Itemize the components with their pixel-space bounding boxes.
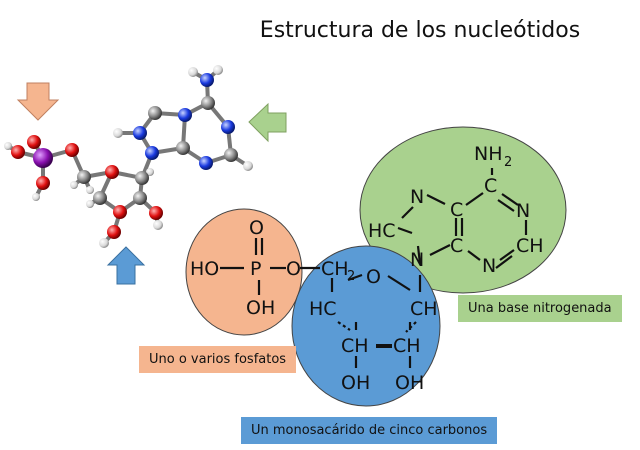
sugar-ch-right: CH	[410, 298, 438, 320]
formula-bonds	[220, 168, 528, 368]
ball-stick-atoms	[4, 65, 253, 248]
base-n3: N	[482, 255, 496, 277]
sugar-hc: HC	[309, 298, 337, 320]
phosphate-region	[185, 208, 303, 336]
sugar-ch-bottom-left: CH	[341, 335, 369, 357]
sugar-ring-o: O	[366, 266, 381, 288]
base-nh2-subscript: 2	[504, 155, 512, 170]
phosphate-p: P	[250, 258, 261, 280]
base-region	[359, 126, 567, 294]
phosphate-ho: HO	[190, 258, 219, 280]
phosphate-oh: OH	[246, 297, 275, 319]
phosphate-o-top: O	[249, 217, 264, 239]
base-n9: N	[410, 249, 424, 271]
base-ch: CH	[516, 235, 544, 257]
base-label: Una base nitrogenada	[458, 295, 622, 322]
phosphate-o-link: O	[286, 258, 301, 280]
base-c5: C	[450, 199, 463, 221]
phosphate-label: Uno o varios fosfatos	[139, 346, 297, 373]
base-c4: C	[450, 235, 463, 257]
arrow-up-icon	[106, 246, 146, 285]
base-c6: C	[484, 175, 497, 197]
base-n7: N	[410, 186, 424, 208]
sugar-ch2-subscript: 2	[347, 269, 355, 284]
arrow-left-icon	[248, 102, 287, 143]
arrow-down-icon	[16, 82, 60, 121]
base-nh2: NH	[474, 143, 503, 165]
sugar-ch2: CH	[321, 258, 349, 280]
sugar-ch-bottom-right: CH	[393, 335, 421, 357]
page-title: Estructura de los nucleótidos	[259, 18, 581, 43]
sugar-label: Un monosacárido de cinco carbonos	[241, 417, 498, 444]
base-n1: N	[516, 200, 530, 222]
sugar-oh-right: OH	[395, 372, 424, 394]
sugar-oh-left: OH	[341, 372, 370, 394]
base-hc: HC	[368, 220, 396, 242]
